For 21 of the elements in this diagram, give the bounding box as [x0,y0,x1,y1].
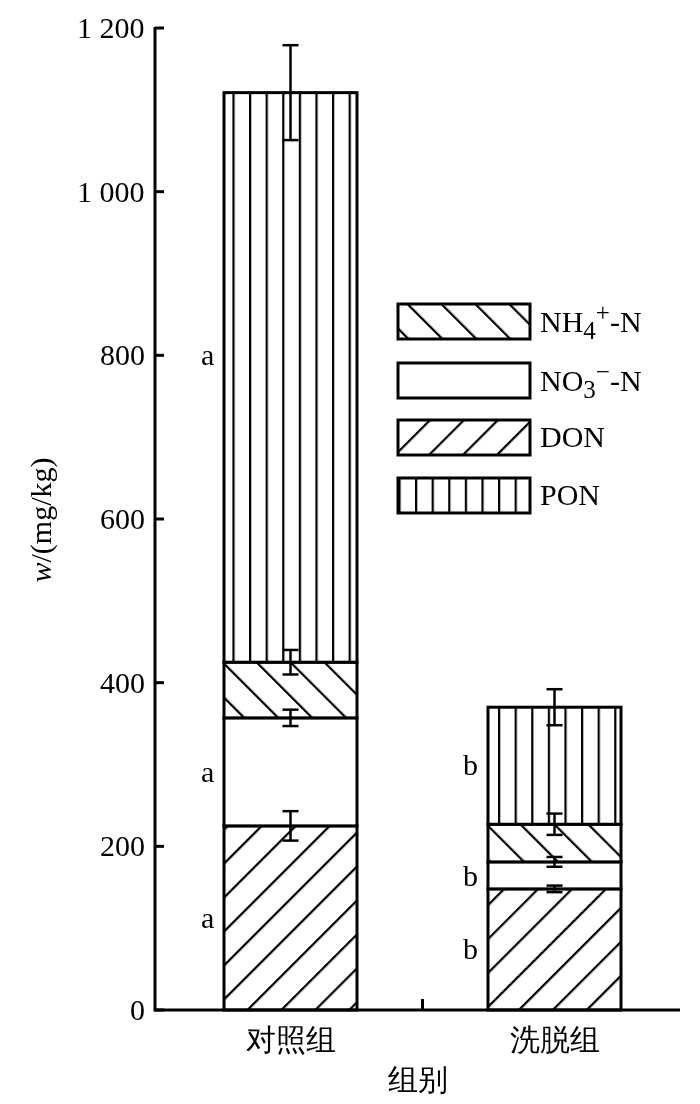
tick-label: 0 [130,995,145,1025]
significance-letter: b [463,749,478,780]
tick-label: 200 [100,831,145,862]
significance-letter: a [201,756,215,787]
significance-letter: b [463,860,478,891]
axis-title: 组别 [387,1065,448,1095]
tick-label: 1 000 [77,176,145,207]
legend-label: NO$_{3}$$^{−}$-N [540,358,642,402]
tick-label: 600 [100,504,145,534]
legend-label: PON [540,480,600,510]
legend-label: DON [540,422,605,452]
category-label: 对照组 [245,1025,336,1055]
significance-letter: a [201,903,215,934]
tick-label: 800 [100,340,145,371]
axis-title: w/(mg/kg) [25,457,55,583]
category-label: 洗脱组 [509,1025,600,1055]
tick-label: 1 200 [77,13,145,43]
significance-letter: a [201,340,215,371]
legend-label: NH$_{4}$$^{+}$-N [540,299,642,343]
tick-label: 400 [100,667,145,698]
significance-letter: b [463,934,478,965]
